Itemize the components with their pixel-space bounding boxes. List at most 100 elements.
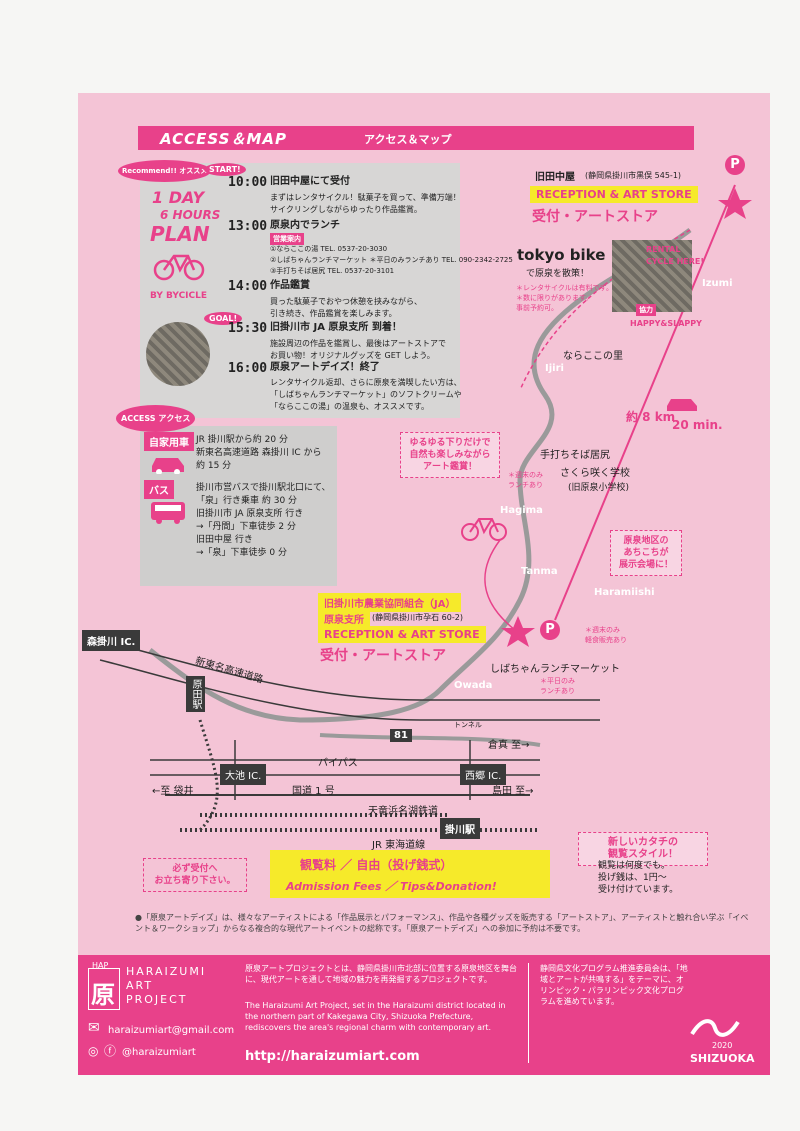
- org-name-1: HARAIZUMI: [126, 965, 207, 978]
- bicycle-icon-map: [461, 518, 507, 541]
- bus-text: 掛川市営バスで掛川駅北口にて、 「泉」行き乗車 約 30 分 旧掛川市 JA 原…: [196, 483, 331, 558]
- viewing-style-title: 新しいカタチの 観覧スタイル！: [578, 832, 708, 866]
- bus-icon: [151, 502, 185, 524]
- shizuoka-wave-icon: [690, 1019, 740, 1037]
- header-subtitle: アクセス＆マップ: [364, 133, 452, 146]
- izumi-label: Izumi: [702, 278, 733, 289]
- time-3: 14:00: [228, 279, 268, 294]
- car-text: JR 掛川駅から約 20 分 新東名高速道路 森掛川 IC から 約 15 分: [196, 435, 322, 471]
- venue-callout: 原泉地区の あちこちが 展示会場に！: [610, 530, 682, 576]
- kurami-label: 倉真 至→: [488, 740, 530, 751]
- car-icon: [152, 458, 184, 474]
- hap-label: HAP: [92, 961, 109, 970]
- facebook-icon: ⓕ: [104, 1044, 117, 1058]
- happy-slappy-label: HAPPY&SLAPPY: [630, 319, 702, 328]
- distance-min: 20 min.: [672, 418, 723, 432]
- tokyobike-note: ＊レンタサイクルは有料です。 ＊数に限りがあります。 事前予約可。: [516, 284, 613, 312]
- parking-icon-ja: P: [540, 620, 560, 640]
- tanakaya-address: (静岡県掛川市黒俣 545-1): [585, 171, 682, 180]
- hagima-label: Hagima: [500, 505, 543, 516]
- reception-label-1: RECEPTION & ART STORE: [530, 186, 698, 203]
- tenryu-railway-label: 天竜浜名湖鉄道: [368, 806, 438, 817]
- plan-body-2: ①ならここの湯 TEL. 0537-20-3030 ②しばちゃんランチマーケット…: [270, 245, 513, 275]
- social-handle: @haraizumiart: [122, 1047, 196, 1058]
- fukuroi-label: ←至 袋井: [152, 786, 194, 797]
- time-5: 16:00: [228, 361, 268, 376]
- goal-badge: GOAL!: [204, 312, 243, 325]
- shimada-label: 島田 至→: [492, 786, 534, 797]
- org-name-2: ART: [126, 979, 154, 992]
- car-label: 自家用車: [144, 432, 194, 451]
- website-url: http://haraizumiart.com: [245, 1049, 420, 1064]
- tunnel-label: トンネル: [454, 721, 482, 729]
- tokyobike-label: tokyo bike: [517, 246, 606, 264]
- plan-title-2: 6 HOURS: [160, 208, 221, 222]
- tanma-label: Tanma: [521, 566, 558, 577]
- plan-head-2: 原泉内でランチ: [270, 220, 340, 231]
- rental-photo: [612, 240, 692, 312]
- plan-head-5: 原泉アートデイズ！終了: [270, 362, 380, 373]
- soba-label: 手打ちそば居尻: [540, 450, 610, 461]
- sakura-label: さくら咲く学校: [560, 468, 630, 479]
- lunch-label: 営業案内: [270, 233, 304, 245]
- jp-description: 原泉アートプロジェクトとは、静岡県掛川市北部に位置する原泉地区を舞台に、現代アー…: [245, 964, 517, 984]
- recommend-badge: Recommend!! オススメ: [118, 160, 212, 182]
- oike-ic-label: 大池 IC.: [220, 764, 267, 785]
- header-bar: [138, 126, 694, 150]
- plan-title-3: PLAN: [150, 222, 210, 246]
- goal-photo: [146, 322, 210, 386]
- kyoryoku-label: 協力: [636, 304, 656, 316]
- ja-sub-label: 原泉支所: [318, 609, 370, 628]
- footer-divider: [528, 963, 529, 1063]
- time-2: 13:00: [228, 219, 268, 234]
- viewing-style-body: 観覧は何度でも。 投げ銭は、1円〜 受け付けています。: [598, 861, 679, 895]
- mori-ic-label: 森掛川 IC.: [82, 630, 141, 651]
- nishigo-ic-label: 西郷 IC.: [460, 764, 507, 785]
- ja-label: 旧掛川市農業協同組合（JA）: [318, 593, 462, 612]
- access-badge: ACCESS アクセス: [116, 405, 196, 432]
- logo-char: 原: [91, 980, 115, 1009]
- reception-jp-2: 受付・アートストア: [320, 648, 446, 664]
- owada-label: Owada: [454, 680, 493, 691]
- weekday-lunch-note: ＊平日のみ ランチあり: [540, 677, 575, 695]
- tokyobike-sub: で原泉を散策！: [526, 269, 590, 279]
- instagram-icon: ◎: [88, 1044, 99, 1058]
- plan-body-4: 施設周辺の作品を鑑賞し、最後はアートストアで お買い物！オリジナルグッズを GE…: [270, 339, 446, 360]
- admission-fee-box: [270, 850, 550, 898]
- reception-label-2: RECEPTION & ART STORE: [318, 626, 486, 643]
- time-1: 10:00: [228, 175, 268, 190]
- rental-cycle-label: RENTAL CYCLE HERE!: [646, 245, 705, 266]
- shiba-label: しばちゃんランチマーケット: [490, 664, 620, 675]
- tanakaya-label: 旧田中屋: [535, 172, 575, 183]
- plan-head-1: 旧田中屋にて受付: [270, 176, 350, 187]
- header-title: ACCESS＆MAP: [160, 130, 288, 148]
- bicycle-icon: [153, 254, 205, 281]
- logo-frame: [88, 968, 120, 1010]
- bypass-label: バイパス: [318, 758, 358, 769]
- route-81-label: 81: [390, 729, 412, 742]
- tokaido-line-label: JR 東海道線: [372, 840, 426, 851]
- ja-address: (静岡県掛川市孕石 60-2): [372, 613, 463, 622]
- shizuoka-description: 静岡県文化プログラム推進委員会は、「地域とアートが共鳴する」をテーマに、オリンピ…: [540, 964, 688, 1006]
- plan-head-4: 旧掛川市 JA 原泉支所 到着！: [270, 322, 402, 333]
- parking-icon-izumi: P: [725, 155, 745, 175]
- shizuoka-label: SHIZUOKA: [690, 1052, 755, 1065]
- plan-head-3: 作品鑑賞: [270, 280, 310, 291]
- harada-station-label: 原田駅: [186, 676, 205, 712]
- year-label: 2020: [712, 1041, 733, 1050]
- bycycle-label: BY BYCICLE: [150, 291, 208, 301]
- distance-km: 約 8 km: [626, 410, 676, 424]
- plan-body-3: 買った駄菓子でおやつ休憩を挟みながら、 引き続き、作品鑑賞を楽しみます。: [270, 297, 422, 318]
- en-description: The Haraizumi Art Project, set in the Ha…: [245, 1001, 506, 1032]
- reception-reminder: 必ず受付へ お立ち寄り下さい。: [143, 858, 247, 892]
- time-4: 15:30: [228, 321, 268, 336]
- car-icon-map: [667, 399, 697, 411]
- start-badge: START!: [204, 163, 246, 176]
- email-text: haraizumiart@gmail.com: [108, 1025, 235, 1036]
- bus-label: バス: [144, 480, 174, 499]
- reception-jp-1: 受付・アートストア: [532, 209, 658, 225]
- plan-body-1: まずはレンタサイクル！駄菓子を買って、準備万端！ サイクリングしながらゆったり作…: [270, 193, 461, 214]
- footer: [78, 955, 770, 1075]
- slope-callout: ゆるゆる下りだけで 自然も楽しみながら アート鑑賞！: [400, 432, 500, 478]
